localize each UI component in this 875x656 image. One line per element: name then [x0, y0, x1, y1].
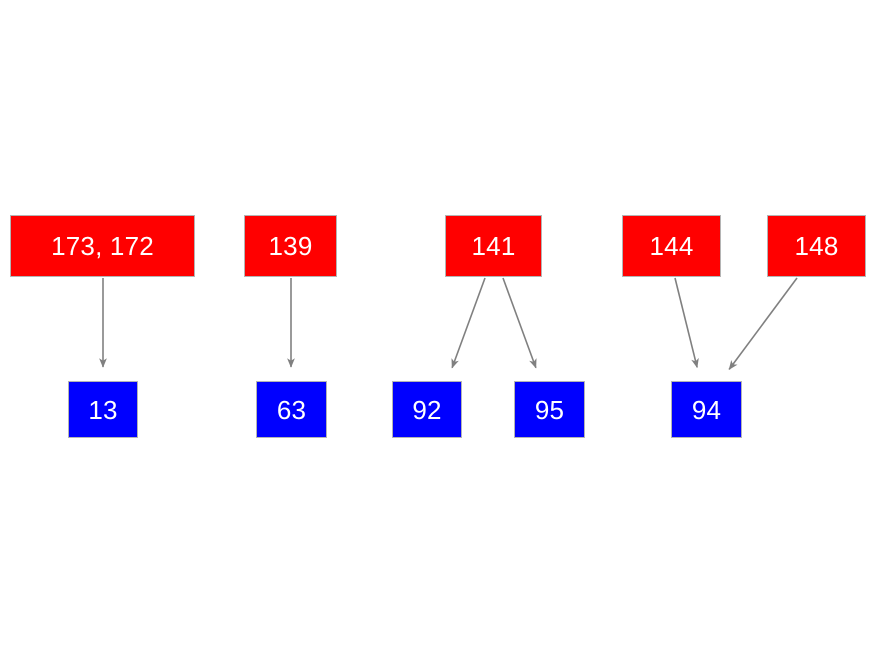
node-label: 92: [412, 394, 442, 425]
node-n95[interactable]: 95: [514, 381, 585, 438]
node-n144[interactable]: 144: [622, 215, 721, 277]
node-label: 141: [471, 231, 516, 261]
node-n94[interactable]: 94: [671, 381, 742, 438]
node-n148[interactable]: 148: [767, 215, 866, 277]
node-label: 13: [88, 394, 118, 425]
node-n63[interactable]: 63: [256, 381, 327, 438]
node-label: 144: [649, 231, 694, 261]
edge-n141-to-n92: [451, 277, 486, 369]
node-n13[interactable]: 13: [68, 381, 138, 438]
node-n173_172[interactable]: 173, 172: [10, 215, 195, 277]
node-label: 95: [534, 394, 565, 425]
node-label: 173, 172: [51, 231, 154, 261]
node-label: 94: [691, 394, 722, 425]
node-n141[interactable]: 141: [445, 215, 542, 277]
edge-n141-to-n95: [502, 277, 537, 369]
node-n92[interactable]: 92: [392, 381, 462, 438]
node-label: 139: [268, 231, 313, 261]
node-n139[interactable]: 139: [244, 215, 337, 277]
edge-n144-to-n94: [674, 277, 699, 369]
edge-group: [99, 277, 798, 371]
node-label: 63: [276, 394, 307, 425]
edge-n148-to-n94: [728, 277, 798, 371]
node-label: 148: [794, 231, 839, 261]
